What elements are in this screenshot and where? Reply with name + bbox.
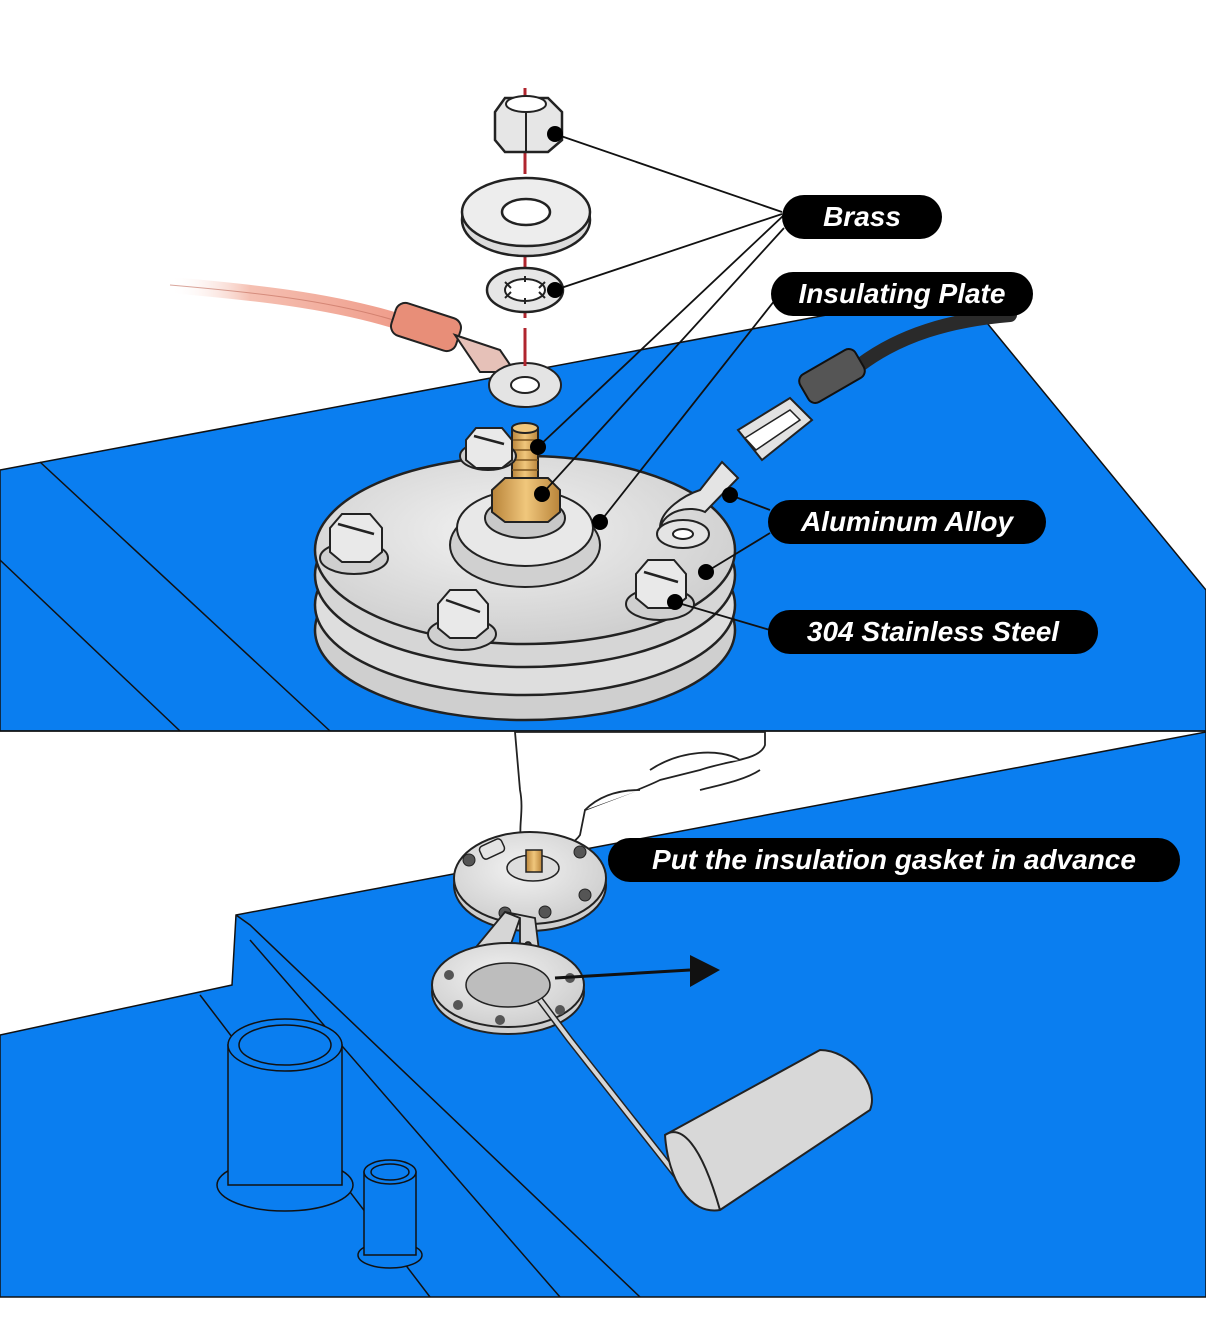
filler-neck-large [216,1018,354,1212]
tank-surface-bottom [0,731,1206,1298]
lock-washer [485,266,565,314]
tank-edge-line [235,914,641,1298]
hex-nut [493,95,564,154]
label-brass: Brass [782,195,942,239]
label-aluminum-alloy: Aluminum Alloy [768,500,1046,544]
bolt [319,513,389,575]
leader-dots [530,126,738,610]
bottom-panel [0,731,1206,1298]
tank-mount-flange [431,942,585,1035]
label-gasket-note: Put the insulation gasket in advance [608,838,1180,882]
black-wire [736,308,1017,462]
label-stainless-steel: 304 Stainless Steel [768,610,1098,654]
float [663,1048,873,1212]
red-wire [162,277,562,408]
float-arm [537,997,873,1212]
filler-neck-small [357,1159,423,1269]
terminal-tab [656,460,740,549]
tank-edge-line [0,559,181,732]
label-insulating-plate: Insulating Plate [771,272,1033,316]
bolt [427,589,497,651]
leader-lines [537,133,785,631]
tank-edge-line [249,939,561,1298]
flat-washer [460,176,592,258]
tank-edge-line [39,461,331,732]
bolt [459,427,517,471]
direction-arrow [554,955,720,987]
